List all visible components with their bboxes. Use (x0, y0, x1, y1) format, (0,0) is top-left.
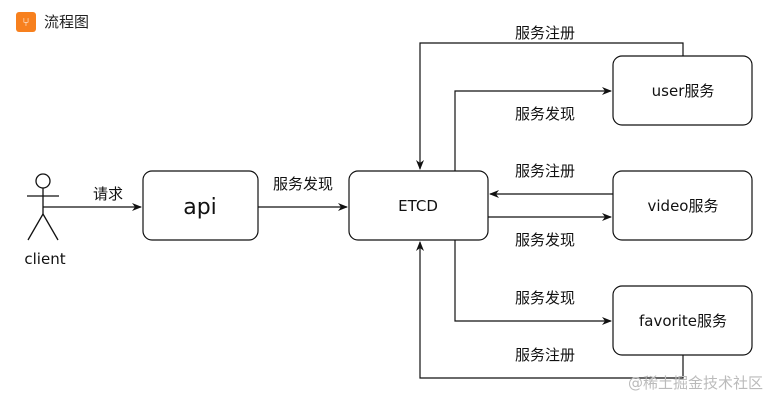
edge-label: 服务注册 (515, 346, 575, 364)
node-etcd[interactable] (348, 170, 489, 241)
flowchart-icon: ⑂ (16, 11, 36, 32)
node-favorite-service[interactable] (612, 285, 753, 356)
client-actor-icon (27, 173, 59, 241)
node-video-service[interactable] (612, 170, 753, 241)
header: ⑂ 流程图 (16, 11, 89, 32)
edge-favorite-discover (454, 240, 612, 325)
edge-label: 服务发现 (515, 105, 575, 123)
edge-label: 服务注册 (515, 162, 575, 180)
node-api-label: api (183, 195, 217, 220)
diagram-title: 流程图 (44, 13, 90, 31)
node-etcd-label: ETCD (398, 197, 438, 215)
edge-user-register (416, 42, 684, 170)
node-video-label: video服务 (648, 197, 719, 215)
node-api[interactable] (142, 170, 259, 241)
edge-label: 服务注册 (515, 24, 575, 42)
edge-label: 服务发现 (515, 231, 575, 249)
edge-favorite-register (416, 241, 684, 379)
edge-label: 请求 (93, 185, 123, 203)
edge-label: 服务发现 (273, 175, 333, 193)
edge-label: 服务发现 (515, 289, 575, 307)
node-favorite-label: favorite服务 (639, 312, 727, 330)
node-user-label: user服务 (652, 82, 715, 100)
edge-user-discover (454, 87, 612, 171)
node-user-service[interactable] (612, 55, 753, 126)
actor-label: client (24, 250, 65, 268)
watermark: @稀土掘金技术社区 (627, 374, 763, 392)
